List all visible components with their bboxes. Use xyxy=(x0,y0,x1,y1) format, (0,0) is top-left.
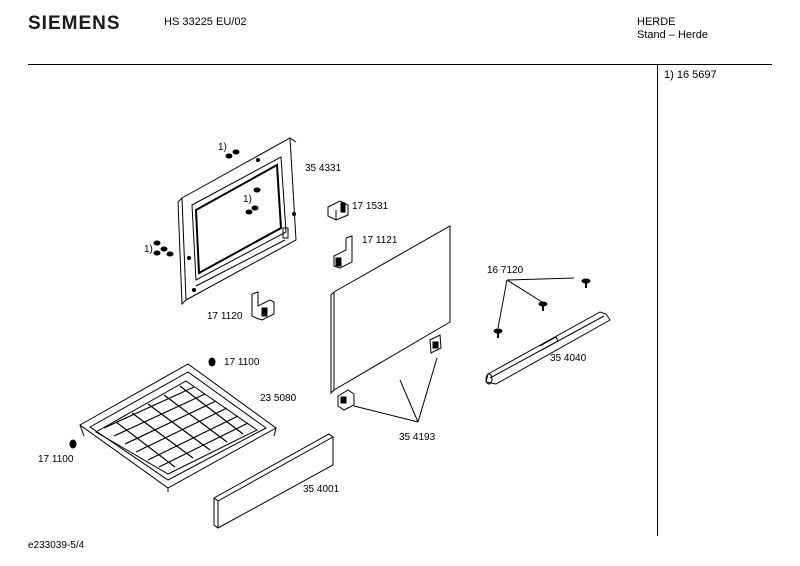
category-title: HERDE xyxy=(637,16,676,28)
part-number-171100: 17 1100 xyxy=(224,357,260,368)
side-divider xyxy=(657,64,658,536)
part-number-354001: 35 4001 xyxy=(303,484,340,495)
part-number-171121: 17 1121 xyxy=(362,235,398,246)
drawing-number: e233039-5/4 xyxy=(28,540,85,551)
hinge-part xyxy=(327,200,349,221)
part-number-171100-b: 17 1100 xyxy=(38,454,74,465)
screw-icon xyxy=(153,149,261,257)
bracket-part-lower xyxy=(251,291,275,321)
part-number-354040: 35 4040 xyxy=(550,353,587,364)
model-number: HS 33225 EU/02 xyxy=(164,16,247,28)
part-number-171531: 17 1531 xyxy=(352,201,389,212)
baking-tray xyxy=(79,363,277,492)
part-number-354193: 35 4193 xyxy=(399,432,436,443)
footnote-marker: 1) xyxy=(144,244,153,255)
glass-panel xyxy=(330,225,451,423)
screw-icon-group xyxy=(493,277,591,338)
category-subtitle: Stand – Herde xyxy=(637,29,708,41)
part-number-235080: 23 5080 xyxy=(260,393,297,404)
clip-part xyxy=(69,357,216,449)
part-number-171120: 17 1120 xyxy=(207,311,243,322)
header-divider xyxy=(28,64,772,65)
drawer-front xyxy=(213,433,334,529)
brand-logo: SIEMENS xyxy=(28,13,121,34)
bracket-part xyxy=(333,235,353,269)
part-number-167120: 16 7120 xyxy=(487,265,524,276)
footnote-marker: 1) xyxy=(243,194,252,205)
footnote-reference: 1) 16 5697 xyxy=(664,69,717,81)
part-number-354331: 35 4331 xyxy=(305,163,342,174)
door-frame xyxy=(177,137,297,306)
door-rail xyxy=(485,311,611,385)
footnote-marker: 1) xyxy=(218,142,227,153)
